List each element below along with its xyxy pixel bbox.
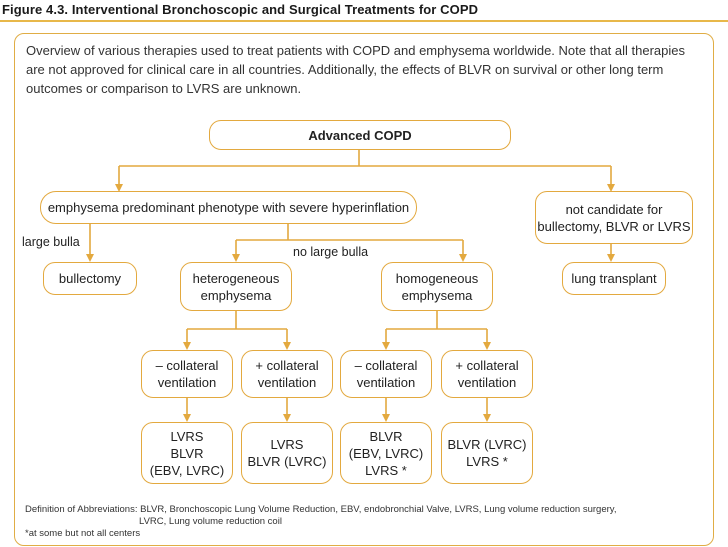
- node-lung-transplant-label: lung transplant: [571, 271, 657, 286]
- node-advanced-copd-label: Advanced COPD: [308, 127, 412, 143]
- node-homogeneous-emphysema-label: homogeneous emphysema: [395, 270, 479, 303]
- node-treatment-3: BLVR (EBV, LVRC) LVRS *: [340, 422, 432, 484]
- footnote-centers-note: *at some but not all centers: [25, 528, 141, 539]
- intro-text: Overview of various therapies used to tr…: [26, 43, 685, 96]
- node-treatment-3-label: BLVR (EBV, LVRC) LVRS *: [348, 428, 424, 478]
- node-treatment-2: LVRS BLVR (LVRC): [241, 422, 333, 484]
- node-lung-transplant: lung transplant: [562, 262, 666, 295]
- node-treatment-4: BLVR (LVRC) LVRS *: [441, 422, 533, 484]
- label-large-bulla: large bulla: [22, 235, 80, 249]
- node-treatment-4-label: BLVR (LVRC) LVRS *: [447, 437, 527, 469]
- node-hom-plus-collateral: + collateral ventilation: [441, 350, 533, 398]
- node-treatment-2-label: LVRS BLVR (LVRC): [247, 437, 327, 469]
- title-rule: [0, 20, 728, 22]
- node-heterogeneous-emphysema-label: heterogeneous emphysema: [192, 270, 280, 303]
- node-het-plus-collateral: + collateral ventilation: [241, 350, 333, 398]
- footnote-definitions-line2: LVRC, Lung volume reduction coil: [139, 516, 282, 527]
- label-no-large-bulla: no large bulla: [293, 245, 369, 259]
- node-heterogeneous-emphysema: heterogeneous emphysema: [180, 262, 292, 311]
- figure-frame: [14, 33, 714, 546]
- node-bullectomy: bullectomy: [43, 262, 137, 295]
- node-not-candidate-label: not candidate for bullectomy, BLVR or LV…: [537, 201, 691, 234]
- node-emphysema-phenotype: emphysema predominant phenotype with sev…: [40, 191, 417, 224]
- node-treatment-1-label: LVRS BLVR (EBV, LVRC): [149, 428, 225, 478]
- node-treatment-1: LVRS BLVR (EBV, LVRC): [141, 422, 233, 484]
- node-emphysema-phenotype-label: emphysema predominant phenotype with sev…: [47, 200, 410, 215]
- node-homogeneous-emphysema: homogeneous emphysema: [381, 262, 493, 311]
- node-het-minus-collateral-label: – collateral ventilation: [155, 358, 219, 390]
- node-het-minus-collateral: – collateral ventilation: [141, 350, 233, 398]
- node-hom-minus-collateral: – collateral ventilation: [340, 350, 432, 398]
- node-hom-minus-collateral-label: – collateral ventilation: [354, 358, 418, 390]
- node-hom-plus-collateral-label: + collateral ventilation: [455, 358, 519, 390]
- node-not-candidate: not candidate for bullectomy, BLVR or LV…: [535, 191, 693, 244]
- footnote-definitions-line1: Definition of Abbreviations: BLVR, Bronc…: [25, 504, 617, 515]
- node-advanced-copd: Advanced COPD: [209, 120, 511, 150]
- figure-title: Figure 4.3. Interventional Bronchoscopic…: [2, 2, 479, 17]
- node-bullectomy-label: bullectomy: [58, 271, 122, 286]
- node-het-plus-collateral-label: + collateral ventilation: [255, 358, 319, 390]
